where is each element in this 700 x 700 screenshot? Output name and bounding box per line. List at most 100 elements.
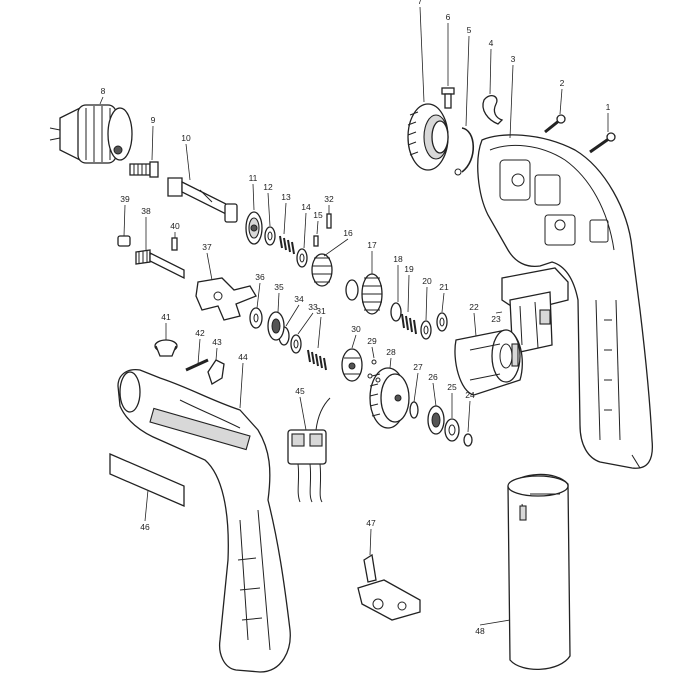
leader-line-27 — [413, 372, 419, 403]
washer-12 — [264, 226, 276, 246]
screw-2 — [544, 114, 566, 134]
washer-20 — [420, 320, 432, 340]
callout-label-7: 7 — [418, 0, 423, 6]
bearing-35 — [267, 311, 285, 341]
leader-line-10 — [185, 143, 191, 181]
callout-label-42: 42 — [195, 328, 205, 338]
callout-labels: 1234567891011121314151617181920212223242… — [101, 0, 611, 636]
callout-label-14: 14 — [301, 202, 311, 212]
ring-24 — [463, 433, 473, 447]
callout-label-32: 32 — [324, 194, 334, 204]
housing-right-half — [477, 134, 654, 469]
callout-label-35: 35 — [274, 282, 284, 292]
washer-36 — [249, 307, 263, 329]
callout-label-33: 33 — [308, 302, 318, 312]
spring-clip-43 — [207, 359, 225, 385]
screw-1 — [589, 132, 616, 154]
callout-label-21: 21 — [439, 282, 449, 292]
leader-line-28 — [389, 357, 392, 369]
callout-label-4: 4 — [489, 38, 494, 48]
bearing-26 — [427, 405, 445, 435]
spindle-10 — [167, 177, 238, 223]
callout-label-31: 31 — [316, 306, 326, 316]
callout-label-41: 41 — [161, 312, 171, 322]
leader-line-34 — [285, 304, 300, 327]
callout-label-19: 19 — [404, 264, 414, 274]
leader-line-23 — [495, 311, 503, 314]
callout-label-38: 38 — [141, 206, 151, 216]
callout-label-8: 8 — [101, 86, 106, 96]
callout-label-3: 3 — [511, 54, 516, 64]
callout-label-16: 16 — [343, 228, 353, 238]
leader-line-37 — [206, 252, 213, 281]
pin-32 — [326, 213, 332, 229]
callout-label-29: 29 — [367, 336, 377, 346]
spring-13 — [279, 235, 295, 255]
callout-label-12: 12 — [263, 182, 273, 192]
screw-6 — [441, 87, 455, 109]
housing-left-half — [117, 368, 291, 673]
chuck-screw-9 — [129, 161, 159, 178]
terminal-45 — [287, 397, 331, 503]
callout-label-2: 2 — [560, 78, 565, 88]
leader-line-2 — [559, 88, 563, 115]
clip-4 — [482, 94, 504, 125]
leader-line-30 — [351, 334, 357, 349]
callout-label-11: 11 — [249, 173, 258, 183]
ball-bearing-11 — [245, 211, 263, 245]
switch-unit — [501, 267, 569, 353]
washer-27 — [409, 401, 419, 419]
pin-15 — [313, 235, 319, 247]
callout-label-27: 27 — [413, 362, 423, 372]
shaft-38 — [135, 249, 185, 280]
leader-line-26 — [432, 382, 437, 407]
callout-label-22: 22 — [469, 302, 479, 312]
callout-label-34: 34 — [294, 294, 304, 304]
leader-line-16 — [323, 238, 349, 257]
leader-lines — [99, 6, 609, 626]
leader-line-13 — [283, 202, 287, 235]
spring-19 — [401, 313, 417, 335]
leader-line-44 — [239, 362, 244, 409]
callout-label-37: 37 — [202, 242, 212, 252]
pin-42 — [185, 358, 209, 372]
callout-label-46: 46 — [140, 522, 150, 532]
leader-line-12 — [267, 192, 271, 227]
leader-line-47 — [369, 528, 372, 556]
callout-label-18: 18 — [393, 254, 403, 264]
leader-line-5 — [465, 35, 470, 127]
callout-label-45: 45 — [295, 386, 305, 396]
callout-label-10: 10 — [181, 133, 191, 143]
leader-line-31 — [317, 316, 322, 349]
callout-label-44: 44 — [238, 352, 248, 362]
leader-line-43 — [215, 347, 218, 361]
washer-18 — [390, 302, 402, 322]
callout-label-17: 17 — [367, 240, 377, 250]
callout-label-40: 40 — [170, 221, 180, 231]
callout-label-47: 47 — [366, 518, 376, 528]
callout-label-23: 23 — [491, 314, 501, 324]
gear-17 — [345, 273, 383, 315]
leader-line-3 — [509, 64, 514, 139]
pin-40 — [171, 237, 178, 251]
gear-16 — [311, 253, 333, 287]
callout-label-15: 15 — [313, 210, 323, 220]
name-plate-46 — [109, 453, 185, 507]
battery-pack-48 — [507, 473, 571, 671]
leader-line-33 — [297, 312, 314, 335]
leader-line-46 — [144, 489, 149, 522]
leader-line-36 — [256, 282, 261, 309]
callout-label-48: 48 — [475, 626, 485, 636]
leader-line-14 — [303, 212, 307, 249]
leader-line-22 — [473, 312, 477, 337]
leader-line-8 — [99, 96, 104, 105]
leader-line-20 — [425, 286, 428, 321]
leader-line-11 — [252, 183, 255, 211]
callout-label-43: 43 — [212, 337, 222, 347]
callout-label-28: 28 — [386, 347, 396, 357]
callout-label-20: 20 — [422, 276, 432, 286]
callout-label-25: 25 — [447, 382, 457, 392]
leader-line-21 — [441, 292, 445, 313]
callout-label-24: 24 — [465, 390, 475, 400]
